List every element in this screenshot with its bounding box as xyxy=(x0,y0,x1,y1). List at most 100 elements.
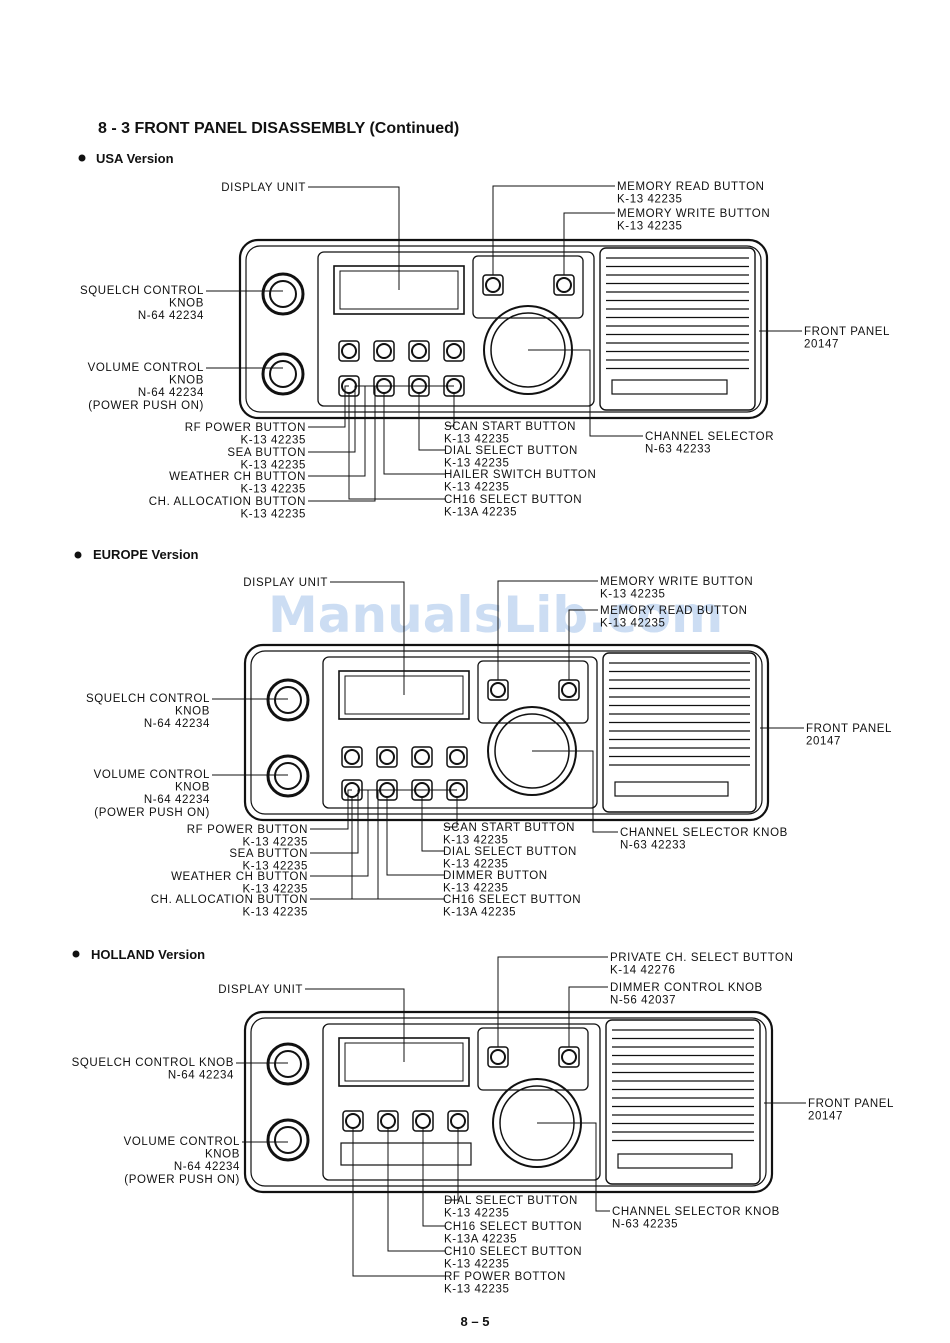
usa-label-squelch-knob-line: N-64 42234 xyxy=(138,310,204,322)
leader-line xyxy=(308,385,419,477)
squelch-knob xyxy=(266,678,310,722)
control-panel xyxy=(317,251,595,407)
knob-cap xyxy=(269,360,297,388)
button-face xyxy=(485,277,501,293)
leader-line xyxy=(308,186,400,290)
holland-label-r3-line: CH10 SELECT BUTTON xyxy=(444,1246,582,1258)
europe-label-channel-selector-line: N-63 42233 xyxy=(620,840,686,852)
usa-label-volume-knob-line: VOLUME CONTROL xyxy=(88,362,204,374)
usa-label-l2-line: SEA BUTTON xyxy=(227,447,306,459)
holland-label-volume-knob-line: (POWER PUSH ON) xyxy=(124,1174,240,1186)
europe-label-top-1-line: MEMORY WRITE BUTTON xyxy=(600,576,753,588)
bullet-icon xyxy=(78,154,86,162)
europe-label-r3-line: K-13 42235 xyxy=(443,883,508,895)
usa-label-channel-selector-line: N-63 42233 xyxy=(645,444,711,456)
europe-label-squelch-knob-line: SQUELCH CONTROL xyxy=(86,693,210,705)
holland-label-front-panel-line: 20147 xyxy=(808,1111,843,1123)
holland-label-front-panel-line: FRONT PANEL xyxy=(808,1098,894,1110)
holland-label-channel-selector-line: CHANNEL SELECTOR KNOB xyxy=(612,1206,780,1218)
europe-label-l4-line: K-13 42235 xyxy=(243,907,308,919)
leader-line xyxy=(422,1129,446,1227)
control-panel xyxy=(322,1023,601,1181)
section-heading: 8 - 3 FRONT PANEL DISASSEMBLY (Continued… xyxy=(98,120,459,137)
holland-label-r1-line: K-13 42235 xyxy=(444,1208,509,1220)
speaker-grille xyxy=(605,1019,761,1185)
radio-body xyxy=(243,643,770,822)
version-title-europe: EUROPE Version xyxy=(93,547,199,562)
bullet-icon xyxy=(72,950,80,958)
holland-label-volume-knob-line: KNOB xyxy=(205,1149,240,1161)
speaker-grille xyxy=(599,247,756,411)
button-face xyxy=(411,343,427,359)
usa-label-volume-knob-line: (POWER PUSH ON) xyxy=(88,400,204,412)
usa-label-l3-line: WEATHER CH BUTTON xyxy=(169,471,306,483)
holland-label-r2-line: CH16 SELECT BUTTON xyxy=(444,1221,582,1233)
holland-label-volume-knob-line: N-64 42234 xyxy=(174,1161,240,1173)
top-button-housing xyxy=(477,660,589,724)
holland-version-diagram: HOLLAND Version xyxy=(72,947,205,962)
leader-line xyxy=(418,394,446,451)
watermark: ManualsLib.com xyxy=(268,586,723,644)
holland-label-top-1-line: K-14 42276 xyxy=(610,965,675,977)
holland-label-r1-line: DIAL SELECT BUTTON xyxy=(444,1195,578,1207)
button-face xyxy=(449,749,465,765)
leader-line xyxy=(563,212,615,275)
europe-label-display-unit: DISPLAY UNIT xyxy=(243,577,328,589)
radio-body xyxy=(243,1010,774,1194)
usa-label-r1-line: SCAN START BUTTON xyxy=(444,421,576,433)
holland-label-top-2-line: N-56 42037 xyxy=(610,995,676,1007)
button-face xyxy=(344,749,360,765)
knob-cap xyxy=(274,1050,302,1078)
usa-label-r2-line: K-13 42235 xyxy=(444,458,509,470)
usa-label-volume-knob-line: N-64 42234 xyxy=(138,387,204,399)
europe-label-l2-line: SEA BUTTON xyxy=(229,848,308,860)
leader-line xyxy=(308,385,349,428)
leader-line xyxy=(445,798,458,828)
holland-label-r2-line: K-13A 42235 xyxy=(444,1234,517,1246)
button-face xyxy=(556,277,572,293)
europe-label-squelch-knob-line: KNOB xyxy=(175,706,210,718)
leader-line xyxy=(568,986,608,1047)
usa-label-volume-knob-line: KNOB xyxy=(169,375,204,387)
usa-label-top-2-line: MEMORY WRITE BUTTON xyxy=(617,208,770,220)
knob-cap xyxy=(269,280,297,308)
holland-label-r4-line: K-13 42235 xyxy=(444,1284,509,1296)
button-face xyxy=(379,749,395,765)
europe-label-l3-line: K-13 42235 xyxy=(243,884,308,896)
button-face xyxy=(490,1049,506,1065)
usa-label-front-panel-line: 20147 xyxy=(804,339,839,351)
europe-label-top-2-line: MEMORY READ BUTTON xyxy=(600,605,748,617)
europe-label-l2-line: K-13 42235 xyxy=(243,861,308,873)
leader-line xyxy=(310,789,352,830)
usa-label-l2-line: K-13 42235 xyxy=(241,460,306,472)
leader-line xyxy=(386,798,445,876)
europe-label-display-unit-line: DISPLAY UNIT xyxy=(243,577,328,589)
radio-bezel xyxy=(245,245,762,413)
europe-label-l1-line: RF POWER BUTTON xyxy=(187,824,308,836)
button-face xyxy=(345,1113,361,1129)
leader-line xyxy=(532,750,618,833)
europe-label-volume-knob-line: N-64 42234 xyxy=(144,794,210,806)
volume-knob xyxy=(261,352,305,396)
button-face xyxy=(561,1049,577,1065)
